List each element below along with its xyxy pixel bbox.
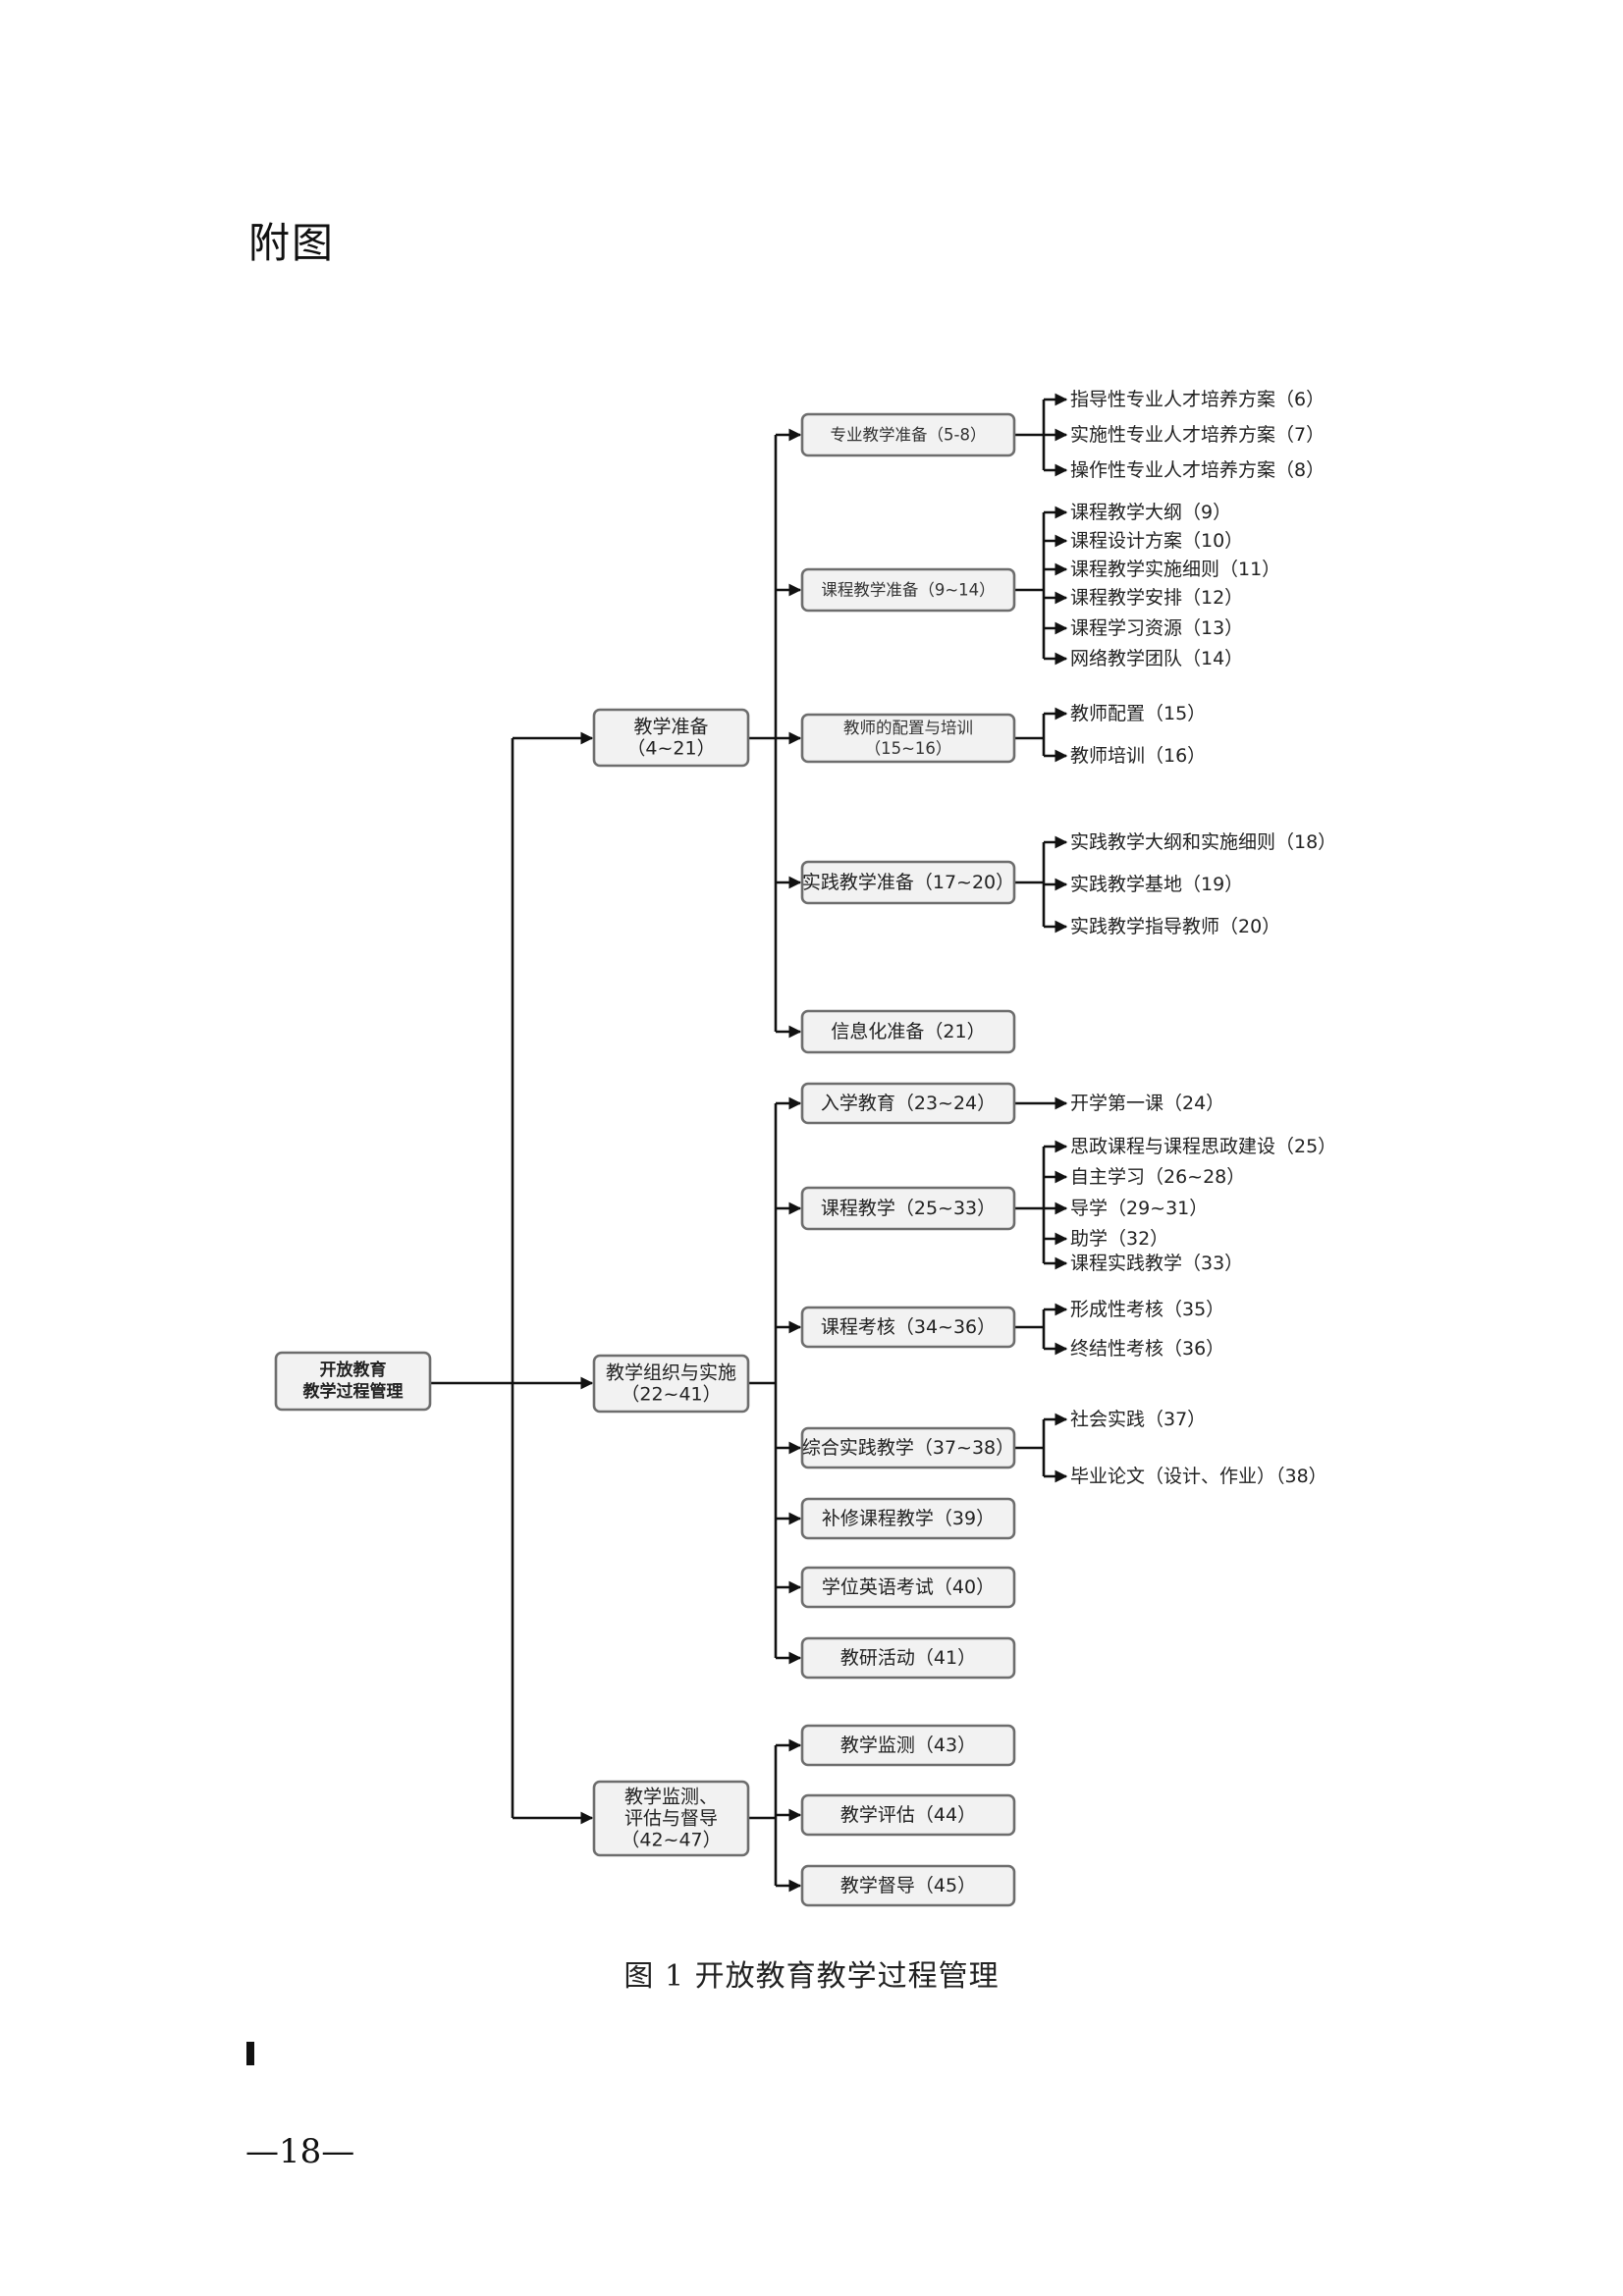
child-1-4-node-label-1: 实践教学准备（17~20） — [802, 872, 1014, 893]
child-2-5-node-label-1: 补修课程教学（39） — [822, 1508, 995, 1529]
child-3-1-node-label-1: 教学监测（43） — [840, 1735, 976, 1756]
connector-lines — [430, 393, 1068, 1893]
root-node-frame — [274, 1351, 432, 1412]
leaf-2-4-1: 社会实践（37） — [1070, 1409, 1206, 1430]
child-1-2-node-label-1: 课程教学准备（9~14） — [821, 581, 995, 600]
leaf-1-3-1: 教师配置（15） — [1070, 703, 1206, 724]
branch-1-node-frame — [592, 708, 750, 768]
branch-3-node-label-2: 评估与督导 — [624, 1808, 718, 1830]
root-node-label-2: 教学过程管理 — [302, 1381, 404, 1402]
root-node: 开放教育教学过程管理 — [274, 1351, 432, 1412]
child-1-3-node-label-2: （15~16） — [865, 739, 952, 758]
child-2-6-node-frame — [800, 1566, 1016, 1609]
child-3-3-node-frame — [800, 1864, 1016, 1907]
leaf-1-2-4: 课程教学安排（12） — [1070, 587, 1243, 609]
branch-2-node-frame — [592, 1354, 750, 1414]
child-1-5-node: 信息化准备（21） — [800, 1009, 1016, 1054]
child-1-4-node-frame — [800, 860, 1016, 905]
branch-2-node-label-1: 教学组织与实施 — [606, 1362, 736, 1384]
child-2-7-node: 教研活动（41） — [800, 1636, 1016, 1680]
child-3-2-node: 教学评估（44） — [800, 1793, 1016, 1837]
child-2-2-node-label-1: 课程教学（25~33） — [821, 1198, 996, 1219]
leaf-2-4-2: 毕业论文（设计、作业）（38） — [1070, 1466, 1327, 1487]
child-2-5-node-frame — [800, 1497, 1016, 1540]
child-2-5-node: 补修课程教学（39） — [800, 1497, 1016, 1540]
root-node-label-1: 开放教育 — [320, 1360, 387, 1380]
child-1-3-node-frame — [800, 713, 1016, 764]
leaf-1-2-6: 网络教学团队（14） — [1070, 648, 1243, 669]
leaf-2-2-5: 课程实践教学（33） — [1070, 1253, 1243, 1274]
child-2-4-node: 综合实践教学（37~38） — [800, 1426, 1016, 1469]
child-2-2-node: 课程教学（25~33） — [800, 1186, 1016, 1231]
leaf-1-2-1: 课程教学大纲（9） — [1070, 502, 1231, 523]
page-number: —18— — [245, 2132, 355, 2171]
branch-3-node-frame — [592, 1780, 750, 1857]
child-1-2-node: 课程教学准备（9~14） — [800, 567, 1016, 613]
branch-1-node-label-1: 教学准备 — [633, 717, 708, 738]
child-2-1-node-frame — [800, 1082, 1016, 1125]
child-1-5-node-label-1: 信息化准备（21） — [831, 1021, 985, 1042]
child-2-1-node: 入学教育（23~24） — [800, 1082, 1016, 1125]
branch-2-node: 教学组织与实施（22~41） — [592, 1354, 750, 1414]
branch-3-node-label-3: （42~47） — [621, 1830, 721, 1851]
child-1-3-node-label-1: 教师的配置与培训 — [843, 719, 973, 737]
child-1-5-node-frame — [800, 1009, 1016, 1054]
leaf-1-2-3: 课程教学实施细则（11） — [1070, 559, 1280, 580]
leaf-2-2-2: 自主学习（26~28） — [1070, 1166, 1245, 1188]
leaf-2-3-2: 终结性考核（36） — [1070, 1338, 1224, 1360]
branch-3-node-label-1: 教学监测、 — [624, 1787, 718, 1808]
child-2-1-node-label-1: 入学教育（23~24） — [821, 1093, 996, 1114]
child-2-3-node-label-1: 课程考核（34~36） — [821, 1316, 996, 1338]
child-1-1-node: 专业教学准备（5-8） — [800, 412, 1016, 457]
child-2-6-node: 学位英语考试（40） — [800, 1566, 1016, 1609]
margin-mark — [246, 2042, 254, 2065]
leaf-1-3-2: 教师培训（16） — [1070, 745, 1206, 767]
leaf-2-2-1: 思政课程与课程思政建设（25） — [1070, 1136, 1336, 1157]
child-2-2-node-frame — [800, 1186, 1016, 1231]
child-1-1-node-label-1: 专业教学准备（5-8） — [831, 426, 987, 445]
child-2-7-node-frame — [800, 1636, 1016, 1680]
child-3-1-node-frame — [800, 1724, 1016, 1767]
branch-1-node: 教学准备（4~21） — [592, 708, 750, 768]
leaf-1-2-2: 课程设计方案（10） — [1070, 530, 1243, 552]
child-1-1-node-frame — [800, 412, 1016, 457]
leaf-2-1-1: 开学第一课（24） — [1070, 1093, 1224, 1114]
leaf-1-1-2: 实施性专业人才培养方案（7） — [1070, 424, 1325, 446]
child-3-2-node-label-1: 教学评估（44） — [840, 1804, 976, 1826]
branch-1-node-label-2: （4~21） — [626, 738, 715, 760]
branch-2-node-label-2: （22~41） — [621, 1384, 721, 1406]
child-2-7-node-label-1: 教研活动（41） — [840, 1647, 976, 1669]
child-1-2-node-frame — [800, 567, 1016, 613]
figure-caption: 图 1 开放教育教学过程管理 — [623, 1959, 1000, 1994]
appendix-heading: 附图 — [248, 219, 336, 267]
leaf-1-4-1: 实践教学大纲和实施细则（18） — [1070, 831, 1336, 853]
leaf-1-4-2: 实践教学基地（19） — [1070, 874, 1243, 895]
leaf-1-1-3: 操作性专业人才培养方案（8） — [1070, 459, 1325, 481]
child-1-3-node: 教师的配置与培训 （15~16） — [800, 713, 1016, 764]
child-2-6-node-label-1: 学位英语考试（40） — [822, 1576, 995, 1598]
child-3-3-node-label-1: 教学督导（45） — [840, 1875, 976, 1896]
child-2-3-node: 课程考核（34~36） — [800, 1306, 1016, 1349]
child-3-2-node-frame — [800, 1793, 1016, 1837]
leaf-2-2-3: 导学（29~31） — [1070, 1198, 1208, 1219]
child-1-4-node: 实践教学准备（17~20） — [800, 860, 1016, 905]
leaf-2-3-1: 形成性考核（35） — [1070, 1299, 1224, 1320]
child-2-3-node-frame — [800, 1306, 1016, 1349]
child-2-4-node-label-1: 综合实践教学（37~38） — [802, 1437, 1014, 1459]
leaf-1-2-5: 课程学习资源（13） — [1070, 617, 1243, 639]
child-3-1-node: 教学监测（43） — [800, 1724, 1016, 1767]
branch-3-node: 教学监测、评估与督导（42~47） — [592, 1780, 750, 1857]
diagram-nodes: 开放教育教学过程管理 教学准备（4~21） 专业教学准备（5-8） 指导性专业人才培养… — [274, 389, 1336, 1907]
child-2-4-node-frame — [800, 1426, 1016, 1469]
leaf-1-1-1: 指导性专业人才培养方案（6） — [1070, 389, 1325, 410]
leaf-2-2-4: 助学（32） — [1070, 1228, 1168, 1250]
child-3-3-node: 教学督导（45） — [800, 1864, 1016, 1907]
leaf-1-4-3: 实践教学指导教师（20） — [1070, 916, 1280, 937]
